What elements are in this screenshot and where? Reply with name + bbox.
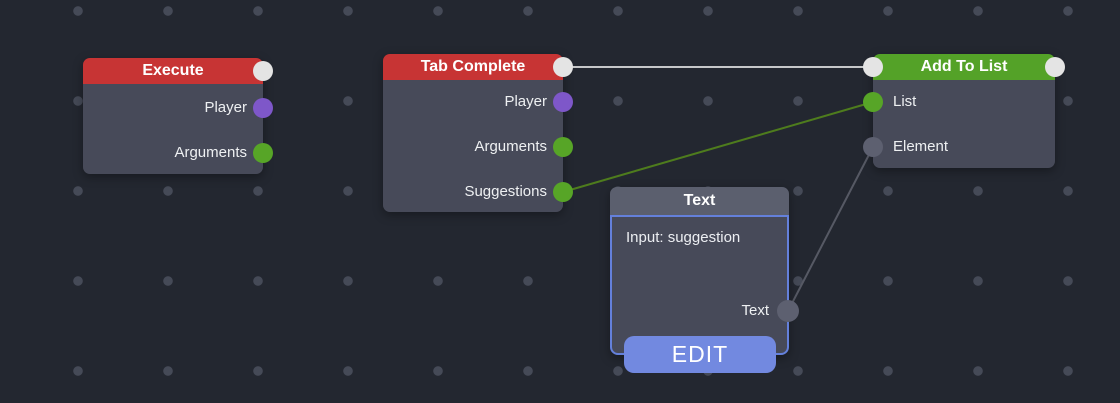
flow-in-port-dot[interactable] bbox=[863, 57, 883, 77]
wire-text-out-to-add-element bbox=[787, 146, 874, 312]
port-dot-player[interactable] bbox=[253, 98, 273, 118]
node-tab-complete[interactable]: Tab Complete Player Arguments Suggestion… bbox=[383, 54, 573, 212]
port-dot-element[interactable] bbox=[863, 137, 883, 157]
port-dot-suggestions[interactable] bbox=[553, 182, 573, 202]
node-tab-complete-body: Player Arguments Suggestions bbox=[383, 80, 573, 212]
node-text-title: Text bbox=[683, 192, 716, 209]
text-node-input-value: Input: suggestion bbox=[626, 229, 741, 246]
port-row-player: Player bbox=[83, 98, 273, 118]
node-tab-complete-header[interactable]: Tab Complete bbox=[383, 54, 573, 80]
wire-tab-suggestions-to-add-list bbox=[562, 101, 874, 193]
node-execute-body: Player Arguments bbox=[83, 84, 273, 174]
port-label-text: Text bbox=[741, 302, 769, 319]
node-add-to-list-title: Add To List bbox=[920, 58, 1008, 75]
node-text-header[interactable]: Text bbox=[610, 187, 789, 215]
edit-button[interactable]: EDIT bbox=[624, 336, 776, 373]
port-row-list: List bbox=[863, 92, 1055, 112]
port-label-arguments: Arguments bbox=[174, 144, 247, 161]
port-label-element: Element bbox=[893, 138, 949, 155]
node-text[interactable]: Text Input: suggestion Text EDIT bbox=[610, 187, 799, 373]
edit-button-label: EDIT bbox=[671, 341, 729, 367]
port-dot-player[interactable] bbox=[553, 92, 573, 112]
node-add-to-list-body: List Element bbox=[863, 80, 1055, 168]
node-execute-title: Execute bbox=[142, 62, 204, 79]
port-dot-arguments[interactable] bbox=[553, 137, 573, 157]
port-label-suggestions: Suggestions bbox=[464, 183, 547, 200]
port-dot-text[interactable] bbox=[777, 300, 799, 322]
port-row-arguments: Arguments bbox=[83, 143, 273, 163]
port-label-arguments: Arguments bbox=[474, 138, 547, 155]
port-label-player: Player bbox=[204, 99, 247, 116]
flow-out-port-dot[interactable] bbox=[553, 57, 573, 77]
port-label-list: List bbox=[893, 93, 917, 110]
port-dot-list[interactable] bbox=[863, 92, 883, 112]
node-execute[interactable]: Execute Player Arguments bbox=[83, 58, 273, 174]
node-execute-header[interactable]: Execute bbox=[83, 58, 273, 84]
port-label-player: Player bbox=[504, 93, 547, 110]
port-row-arguments: Arguments bbox=[383, 137, 573, 157]
node-text-body: Input: suggestion Text EDIT bbox=[610, 215, 799, 373]
node-add-to-list[interactable]: Add To List List Element bbox=[863, 54, 1065, 168]
node-add-to-list-header[interactable]: Add To List bbox=[863, 54, 1065, 80]
flow-out-port-dot[interactable] bbox=[1045, 57, 1065, 77]
flow-out-port-dot[interactable] bbox=[253, 61, 273, 81]
port-dot-arguments[interactable] bbox=[253, 143, 273, 163]
port-row-element: Element bbox=[863, 137, 1055, 157]
port-row-player: Player bbox=[383, 92, 573, 112]
node-tab-complete-title: Tab Complete bbox=[420, 58, 526, 75]
port-row-text: Text bbox=[612, 300, 799, 322]
port-row-suggestions: Suggestions bbox=[383, 182, 573, 202]
